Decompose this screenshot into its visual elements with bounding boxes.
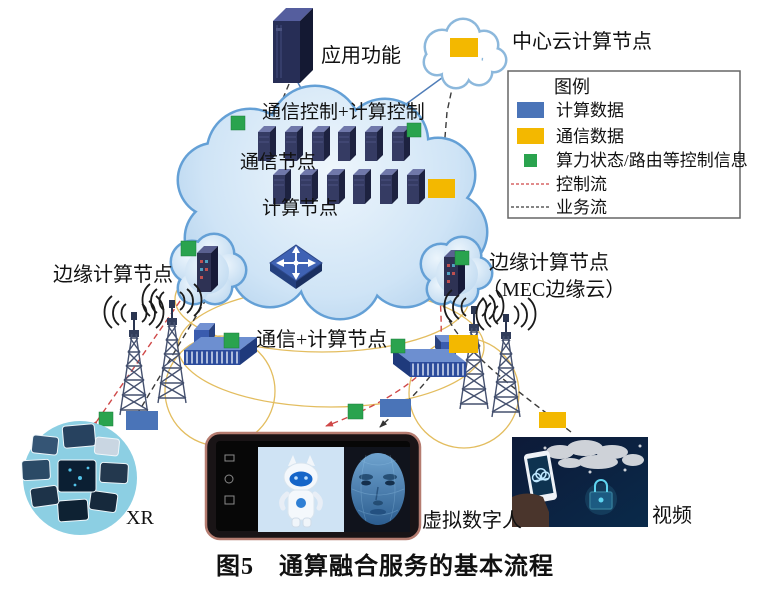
legend-swatch-controlinfo [524, 154, 537, 167]
edge-cloud-left [169, 232, 248, 306]
control-info-marker [180, 240, 197, 257]
virtual-human-phone [204, 431, 422, 541]
cell-tower-icon [103, 295, 165, 416]
xr-label: XR [126, 507, 154, 529]
virtual-human-label: 虚拟数字人 [422, 509, 522, 532]
comm-data-marker [449, 335, 478, 353]
central-cloud-node [422, 17, 508, 90]
edge-right-label-1: 边缘计算节点 [489, 251, 609, 274]
app-function-label: 应用功能 [321, 44, 401, 67]
padlock-icon [585, 479, 617, 515]
core-control-label: 通信控制+计算控制 [262, 101, 425, 123]
robot-mascot-icon [279, 455, 323, 528]
switch-icon [269, 244, 323, 289]
comm-compute-node-label: 通信+计算节点 [256, 328, 387, 351]
video-thumbnail [512, 437, 648, 527]
comm-data-marker [539, 412, 566, 428]
legend-item-label: 业务流 [556, 198, 607, 217]
legend-swatch-compute [517, 102, 544, 118]
edge-server-icon [197, 246, 218, 292]
figure-caption: 图5 通算融合服务的基本流程 [216, 552, 554, 580]
server-icon [352, 168, 372, 205]
legend-title: 图例 [554, 77, 590, 97]
legend: 图例 计算数据 通信数据 算力状态/路由等控制信息 控制流 业务流 [507, 70, 748, 219]
control-info-marker [347, 403, 364, 420]
control-info-marker [390, 338, 406, 354]
control-info-marker [98, 411, 114, 427]
control-info-marker [223, 332, 240, 349]
edge-left-label: 边缘计算节点 [53, 263, 173, 286]
world-map-graphic [543, 440, 644, 474]
edge-right-label-2: （MEC边缘云） [482, 278, 625, 301]
legend-item-label: 算力状态/路由等控制信息 [556, 151, 748, 170]
video-label: 视频 [652, 504, 692, 527]
central-cloud-label: 中心云计算节点 [512, 30, 652, 53]
xr-collage [21, 421, 137, 535]
server-icon [379, 168, 399, 205]
hand-phone-graphic [523, 450, 557, 504]
server-icon [406, 168, 426, 205]
app-server-icon [273, 8, 313, 83]
comm-data-marker [450, 38, 478, 57]
edge-cloud-right [419, 235, 494, 308]
server-icon [337, 125, 357, 162]
comm-data-marker [428, 179, 455, 198]
legend-item-label: 控制流 [556, 175, 607, 194]
wireframe-face-icon [351, 453, 405, 525]
server-icon [364, 125, 384, 162]
legend-item-label: 通信数据 [556, 127, 624, 146]
comm-nodes-label: 通信节点 [240, 151, 316, 173]
legend-swatch-comm [517, 128, 544, 144]
compute-nodes-label: 计算节点 [262, 197, 338, 219]
control-info-marker [230, 115, 246, 131]
control-info-marker [454, 250, 470, 266]
base-station-left [183, 322, 258, 366]
legend-item-label: 计算数据 [556, 101, 624, 120]
compute-data-marker [126, 411, 158, 430]
control-info-marker [406, 122, 422, 138]
hand-graphic [512, 493, 549, 527]
compute-data-marker [380, 399, 411, 417]
